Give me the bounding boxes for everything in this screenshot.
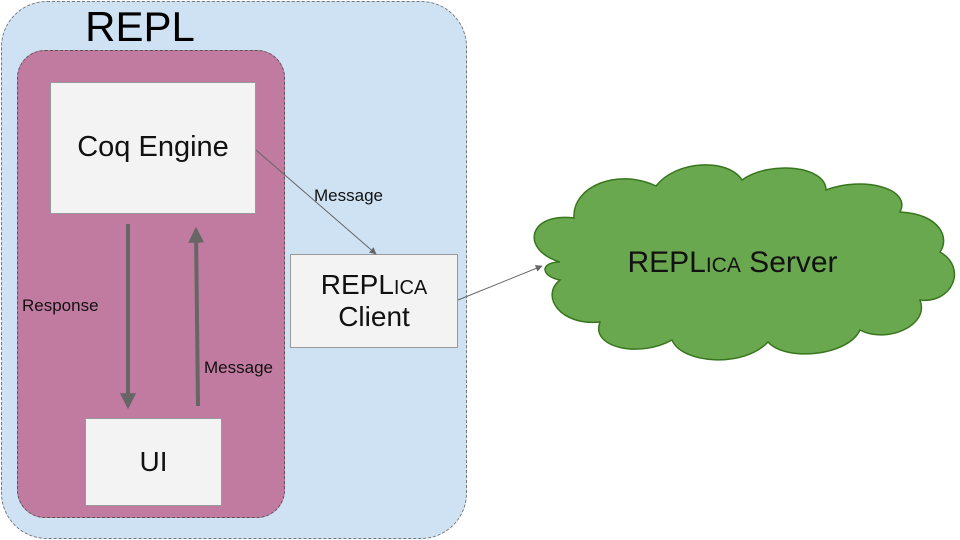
response-label: Response	[22, 296, 99, 315]
ui-label: UI	[139, 446, 168, 477]
message-diag-label: Message	[314, 186, 383, 205]
server-name-smallcaps: ica	[705, 246, 741, 279]
client-name-prefix: REPL	[320, 269, 394, 300]
message-up-label: Message	[204, 358, 273, 377]
replica-server-label: REPLica Server	[600, 246, 865, 280]
repl-title: REPL	[85, 3, 195, 50]
ui-node: UI	[85, 418, 222, 506]
client-name-smallcaps: ica	[393, 269, 428, 300]
replica-client-node: REPLica Client	[290, 254, 458, 348]
coq-engine-label: Coq Engine	[77, 131, 229, 163]
client-to-server-arrow	[457, 265, 543, 301]
server-name-suffix: Server	[740, 246, 838, 279]
replica-client-line2: Client	[338, 301, 410, 332]
replica-client-name: REPLica	[321, 269, 428, 301]
coq-engine-node: Coq Engine	[50, 82, 256, 214]
server-name-prefix: REPL	[627, 246, 706, 279]
